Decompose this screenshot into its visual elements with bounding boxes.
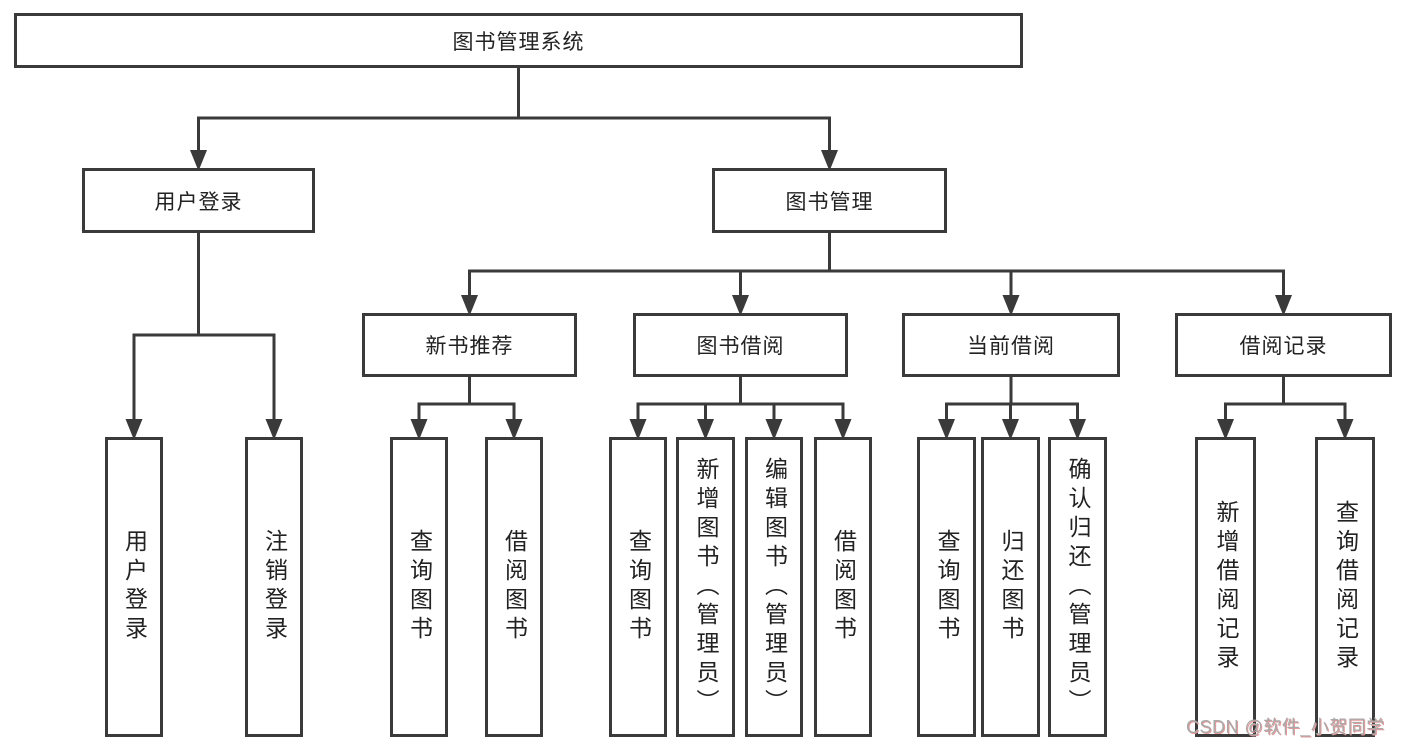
node-current-borrow: 当前借阅 — [902, 313, 1120, 377]
node-label: 借阅记录 — [1239, 335, 1328, 358]
node-book-borrow: 图书借阅 — [633, 313, 848, 377]
node-bb-query: 查询图书 — [609, 437, 667, 737]
node-label: 新增借阅记录 — [1213, 500, 1239, 674]
node-label: 确认归还（管理员） — [1065, 456, 1091, 718]
node-label: 注销登录 — [261, 529, 288, 645]
node-book-mgmt: 图书管理 — [712, 168, 947, 233]
node-label: 图书管理系统 — [452, 30, 585, 54]
node-label: 归还图书 — [998, 529, 1024, 645]
node-label: 用户登录 — [121, 529, 148, 645]
node-login: 用户登录 — [105, 437, 163, 737]
node-label: 图书管理 — [785, 190, 874, 214]
node-label: 查询图书 — [934, 529, 960, 645]
node-label: 查询图书 — [406, 529, 433, 645]
node-borrow-records: 借阅记录 — [1175, 313, 1392, 377]
node-nbr-borrow: 借阅图书 — [485, 437, 543, 737]
node-root: 图书管理系统 — [14, 13, 1023, 68]
node-label: 新增图书（管理员） — [693, 456, 719, 718]
node-label: 当前借阅 — [967, 335, 1055, 358]
node-label: 用户登录 — [154, 190, 243, 214]
node-user-login: 用户登录 — [82, 168, 315, 233]
node-label: 图书借阅 — [696, 335, 785, 358]
node-label: 借阅图书 — [501, 529, 528, 645]
node-bb-add: 新增图书（管理员） — [676, 437, 735, 737]
node-bb-edit: 编辑图书（管理员） — [745, 437, 803, 737]
node-label: 查询图书 — [625, 529, 652, 645]
node-cb-confirm: 确认归还（管理员） — [1048, 437, 1107, 737]
node-label: 借阅图书 — [830, 529, 857, 645]
node-logout: 注销登录 — [245, 437, 303, 737]
node-new-book-rec: 新书推荐 — [362, 313, 577, 377]
watermark: CSDN @软件_小贺同学 — [1186, 717, 1385, 737]
node-cb-return: 归还图书 — [981, 437, 1040, 737]
node-label: 编辑图书（管理员） — [761, 456, 788, 718]
node-cb-query: 查询图书 — [917, 437, 976, 737]
node-bb-borrow: 借阅图书 — [814, 437, 872, 737]
node-br-add: 新增借阅记录 — [1195, 437, 1256, 737]
node-label: 新书推荐 — [425, 335, 514, 358]
node-nbr-query: 查询图书 — [390, 437, 448, 737]
node-br-query: 查询借阅记录 — [1315, 437, 1375, 737]
node-label: 查询借阅记录 — [1332, 500, 1359, 674]
